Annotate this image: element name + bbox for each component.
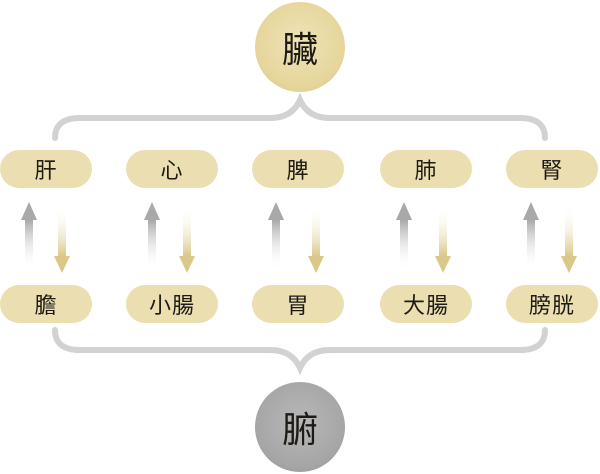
bottom-bracket: [52, 327, 548, 376]
zang-circle: 臟: [255, 2, 345, 92]
arrow-down-kidney: [561, 206, 577, 273]
zang-node-heart: 心: [126, 150, 218, 188]
fu-node-large-intestine: 大腸: [380, 285, 472, 323]
arrow-up-spleen: [268, 202, 284, 270]
zang-node-spleen: 脾: [252, 150, 344, 188]
fu-node-bladder: 膀胱: [506, 285, 598, 323]
arrow-up-heart: [144, 202, 160, 270]
arrow-up-kidney: [523, 202, 539, 270]
fu-circle: 腑: [255, 382, 345, 472]
zang-node-liver: 肝: [0, 150, 92, 188]
arrow-down-heart: [179, 206, 195, 273]
arrow-up-liver: [21, 202, 37, 270]
fu-node-gallbladder: 膽: [0, 285, 92, 323]
arrow-down-spleen: [308, 206, 324, 273]
arrow-down-liver: [54, 206, 70, 273]
zang-node-kidney: 腎: [506, 150, 598, 188]
fu-node-small-intestine: 小腸: [126, 285, 218, 323]
top-bracket: [52, 92, 548, 141]
fu-node-stomach: 胃: [252, 285, 344, 323]
zang-node-lung: 肺: [380, 150, 472, 188]
arrow-up-lung: [396, 202, 412, 270]
arrow-down-lung: [435, 206, 451, 273]
